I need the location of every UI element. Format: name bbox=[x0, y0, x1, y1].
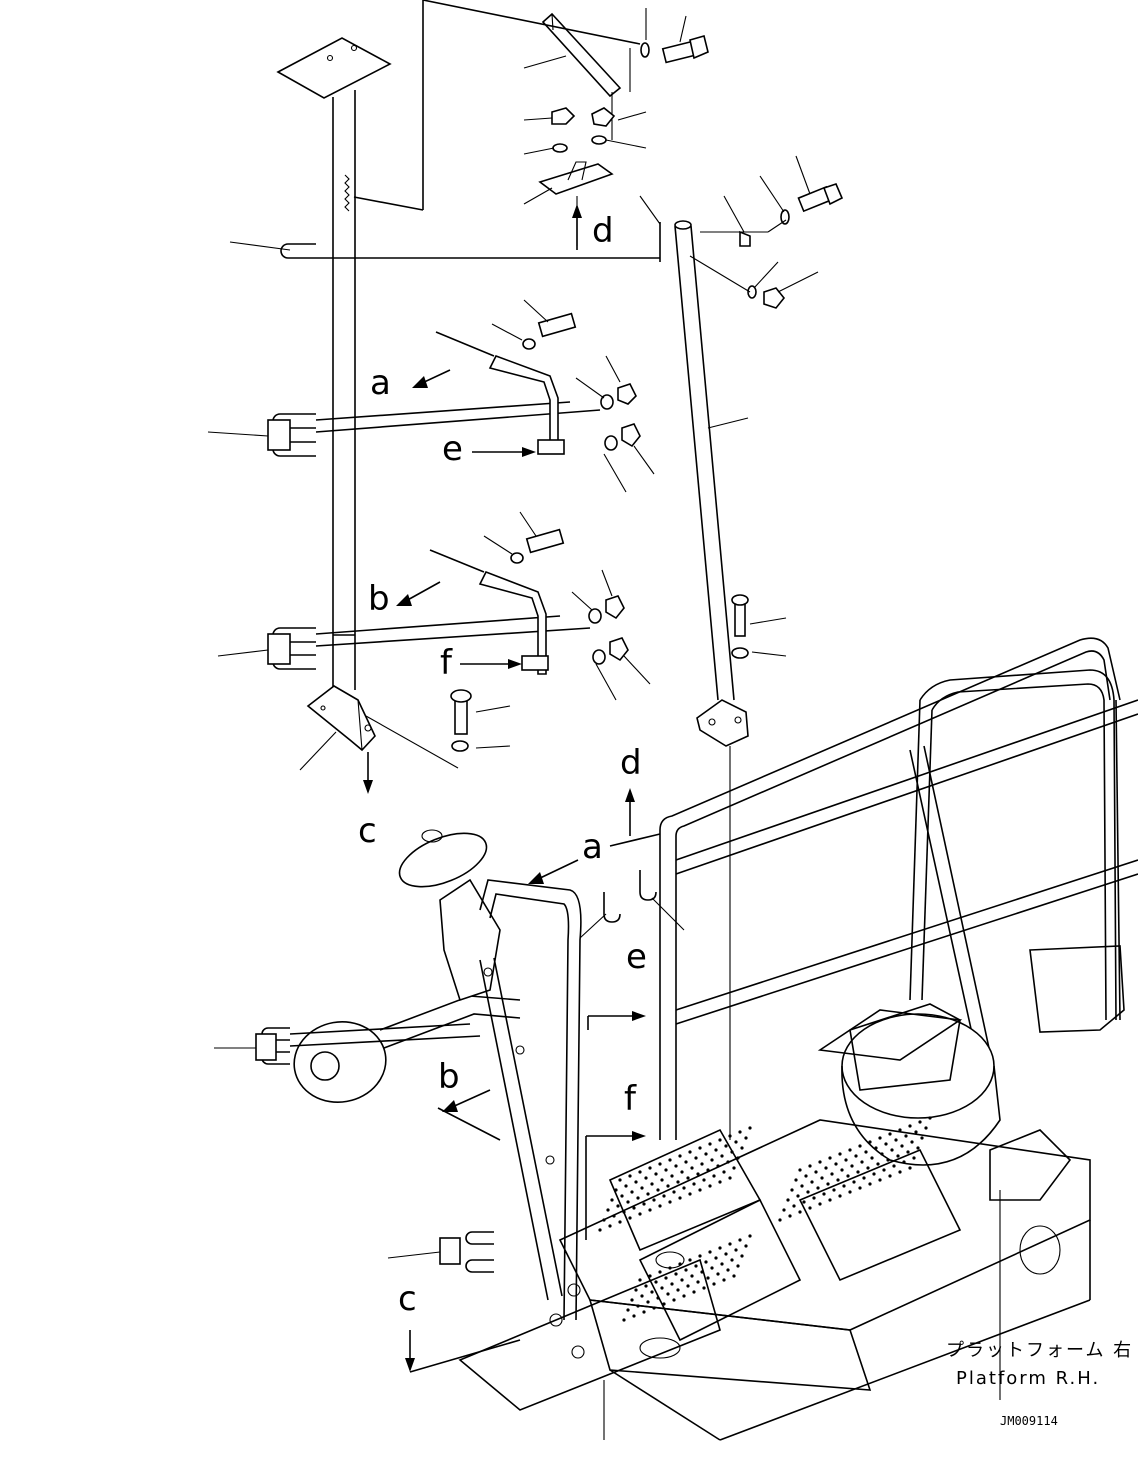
deck-perforations bbox=[598, 1116, 932, 1322]
ref-label-f-top: f bbox=[440, 643, 452, 683]
ref-label-a-top: a bbox=[370, 363, 391, 403]
ref-label-c-bottom: c bbox=[398, 1279, 417, 1319]
direction-arrows-lower bbox=[405, 859, 646, 1373]
mirror-assembly bbox=[293, 829, 585, 1359]
u-bolts-left bbox=[267, 243, 660, 670]
caption-japanese: プラットフォーム 右 bbox=[946, 1340, 1134, 1361]
ref-label-c-top: c bbox=[358, 811, 377, 851]
leader-lines bbox=[207, 8, 819, 771]
drawing-code: JM009114 bbox=[1000, 1414, 1058, 1428]
ref-label-a-bottom: a bbox=[582, 827, 603, 867]
ref-label-d-top: d bbox=[592, 211, 614, 251]
u-bolts-lower bbox=[214, 833, 685, 1273]
ref-label-d-bottom: d bbox=[620, 743, 642, 783]
caption-english: Platform R.H. bbox=[956, 1368, 1101, 1389]
ref-label-e-bottom: e bbox=[626, 937, 647, 977]
ref-label-b-bottom: b bbox=[438, 1057, 460, 1097]
handrail-frame bbox=[659, 637, 1138, 1140]
ref-label-b-top: b bbox=[368, 579, 390, 619]
ref-label-f-bottom: f bbox=[624, 1079, 636, 1119]
platform-deck bbox=[458, 945, 1125, 1441]
direction-arrows-top bbox=[363, 204, 635, 836]
hardware-top bbox=[551, 35, 844, 309]
ref-label-e-top: e bbox=[442, 429, 463, 469]
right-post-assembly bbox=[674, 220, 749, 1140]
left-post-assembly bbox=[276, 37, 392, 752]
brackets bbox=[365, 312, 749, 769]
